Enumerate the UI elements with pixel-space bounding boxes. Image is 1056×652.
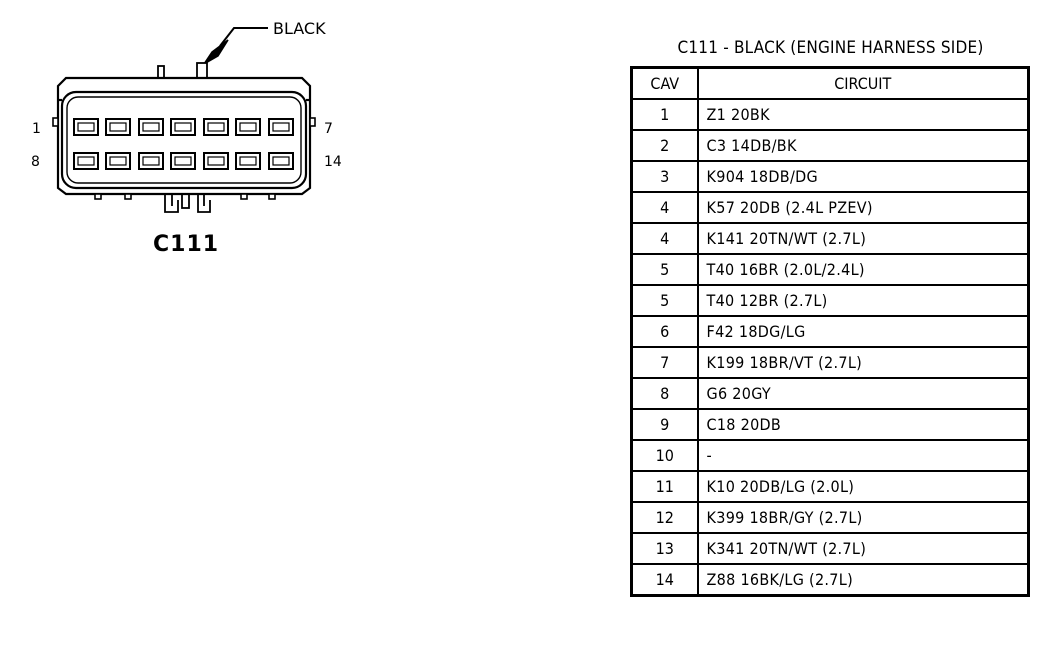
cav-cell: 13 — [630, 532, 699, 565]
callout-arrow-icon — [203, 39, 229, 65]
connector-id-label: C111 — [153, 232, 219, 257]
cav-cell: 10 — [630, 439, 699, 472]
cav-cell: 4 — [630, 222, 699, 255]
connector-bottom-feet — [94, 193, 276, 200]
circuit-cell: C18 20DB — [696, 408, 1030, 441]
circuit-cell: - — [696, 439, 1030, 472]
circuit-cell: K57 20DB (2.4L PZEV) — [696, 191, 1030, 224]
header-cav: CAV — [630, 66, 699, 100]
circuit-cell: K10 20DB/LG (2.0L) — [696, 470, 1030, 503]
circuit-cell: Z1 20BK — [696, 98, 1030, 131]
pin-label-1: 1 — [32, 121, 41, 137]
pin-label-7: 7 — [324, 121, 333, 137]
circuit-cell: K904 18DB/DG — [696, 160, 1030, 193]
cav-cell: 3 — [630, 160, 699, 193]
cav-cell: 6 — [630, 315, 699, 348]
pin-label-14: 14 — [324, 154, 342, 170]
circuit-cell: K199 18BR/VT (2.7L) — [696, 346, 1030, 379]
cavity-row-top — [73, 118, 294, 136]
callout-leader — [219, 27, 268, 47]
cav-cell: 8 — [630, 377, 699, 410]
pin-label-8: 8 — [31, 154, 40, 170]
cav-cell: 1 — [630, 98, 699, 131]
table-header-row: CAV CIRCUIT — [630, 66, 1030, 100]
header-circuit: CIRCUIT — [696, 66, 1030, 100]
circuit-cell: K141 20TN/WT (2.7L) — [696, 222, 1030, 255]
circuit-cell: C3 14DB/BK — [696, 129, 1030, 162]
cav-cell: 11 — [630, 470, 699, 503]
cav-cell: 5 — [630, 253, 699, 286]
circuit-cell: G6 20GY — [696, 377, 1030, 410]
connector-side-tabs — [52, 117, 316, 127]
table-row: 10- — [630, 439, 1030, 472]
cav-cell: 7 — [630, 346, 699, 379]
circuit-cell: Z88 16BK/LG (2.7L) — [696, 563, 1030, 597]
cav-cell: 12 — [630, 501, 699, 534]
circuit-cell: K399 18BR/GY (2.7L) — [696, 501, 1030, 534]
circuit-cell: K341 20TN/WT (2.7L) — [696, 532, 1030, 565]
table-title: C111 - BLACK (ENGINE HARNESS SIDE) — [677, 38, 984, 58]
cav-cell: 4 — [630, 191, 699, 224]
cavity-row-bottom — [73, 152, 294, 170]
cav-cell: 14 — [630, 563, 699, 597]
circuit-cell: T40 12BR (2.7L) — [696, 284, 1030, 317]
connector-diagram: BLACK — [31, 19, 342, 257]
cav-cell: 2 — [630, 129, 699, 162]
callout-label: BLACK — [273, 19, 326, 38]
cav-cell: 9 — [630, 408, 699, 441]
circuit-cell: F42 18DG/LG — [696, 315, 1030, 348]
connector-lock-tabs — [164, 193, 211, 213]
circuit-cell: T40 16BR (2.0L/2.4L) — [696, 253, 1030, 286]
cav-cell: 5 — [630, 284, 699, 317]
